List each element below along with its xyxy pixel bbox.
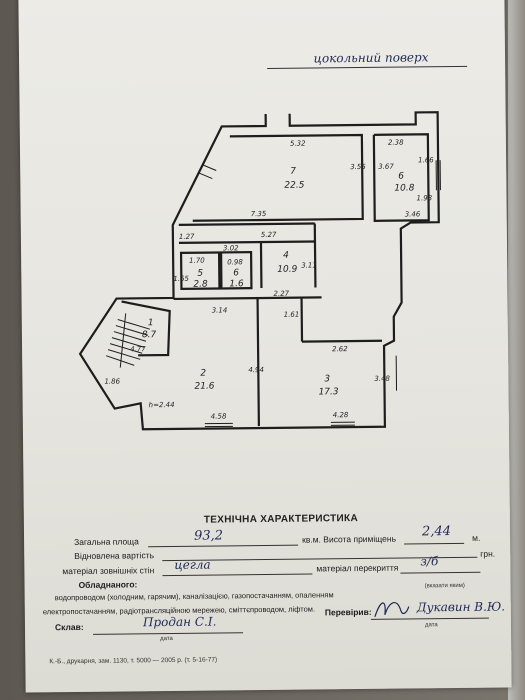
room-1-area: 8.7 xyxy=(142,330,157,340)
dim-1-66: 1.66 xyxy=(418,156,434,164)
specify-note: (вказати яким) xyxy=(424,582,465,590)
walls-value: цегла xyxy=(174,557,211,572)
total-area-value: 93,2 xyxy=(193,528,224,544)
dim-1-86: 1.86 xyxy=(104,378,120,386)
tech-title: ТЕХНІЧНА ХАРАКТЕРИСТИКА xyxy=(203,513,359,526)
dim-3-67: 3.67 xyxy=(378,163,394,171)
room-6b-area: 1.6 xyxy=(229,279,244,289)
dim-7-35: 7.35 xyxy=(251,210,267,218)
staircase xyxy=(105,313,151,368)
room-3-number: 3 xyxy=(324,374,330,384)
composed-date-label: дата xyxy=(160,635,173,643)
printer-footer: К.-Б., друкарня, зам. 1130, т. 5000 — 20… xyxy=(49,656,218,666)
window-marks xyxy=(198,160,441,428)
dim-4-94: 4.94 xyxy=(248,366,264,374)
dim-1-70: 1.70 xyxy=(189,257,205,265)
room-5-number: 5 xyxy=(197,269,203,279)
dim-3-11: 3.11 xyxy=(301,261,317,269)
dim-3-02: 3.02 xyxy=(223,244,239,252)
dim-1-61: 1.61 xyxy=(284,311,300,319)
room-7-number: 7 xyxy=(290,167,296,177)
room-7-walls xyxy=(192,133,364,222)
restored-cost-label: Відновлена вартість xyxy=(74,550,155,562)
total-area-line xyxy=(148,544,299,548)
room-2-area: 21.6 xyxy=(194,382,214,392)
dim-3-46: 3.46 xyxy=(405,210,421,218)
dim-2-62: 2.62 xyxy=(332,345,348,353)
dim-3-55: 3.55 xyxy=(350,163,366,171)
total-area-label: Загальна площа xyxy=(74,536,139,548)
room-5-area: 2.8 xyxy=(193,280,208,290)
room-4-number: 4 xyxy=(283,251,289,261)
dim-5-27: 5.27 xyxy=(261,231,277,239)
dim-3-14: 3.14 xyxy=(212,306,228,314)
checked-value: Дукавин В.Ю. xyxy=(416,599,506,615)
room-3-area: 17.3 xyxy=(318,387,338,397)
dim-2-27: 2.27 xyxy=(273,290,289,298)
equipped-label: Обладнаного: xyxy=(78,579,138,590)
room-6-number: 6 xyxy=(398,172,404,182)
floor-material-value: з/б xyxy=(420,554,439,569)
walls-label: матеріал зовнішніх стін xyxy=(62,565,155,577)
dim-2-38: 2.38 xyxy=(388,139,404,147)
height-unit: м. xyxy=(472,532,481,543)
room-4-area: 10.9 xyxy=(277,265,297,275)
height-line xyxy=(404,542,465,545)
room-6-area: 10.8 xyxy=(394,183,414,193)
floor-material-line xyxy=(400,571,481,574)
room-1-number: 1 xyxy=(148,318,154,328)
checker-signature xyxy=(374,602,410,618)
equipment-line-1: водопроводом (холодним, гарячим), каналі… xyxy=(54,590,334,603)
area-unit-label: кв.м. Висота приміщень xyxy=(302,533,397,545)
currency-label: грн. xyxy=(480,548,496,559)
composed-label: Склав: xyxy=(54,621,84,633)
checked-label: Перевірив: xyxy=(324,606,372,618)
dim-1-27: 1.27 xyxy=(179,233,195,241)
floor-material-label: матеріал перекриття xyxy=(316,562,399,574)
room-2-number: 2 xyxy=(200,369,206,379)
plan-outer-wall xyxy=(78,111,440,431)
checked-line xyxy=(370,617,489,620)
room-1-walls xyxy=(121,300,171,357)
dim-4-28: 4.28 xyxy=(333,411,349,419)
room-6-walls xyxy=(372,133,430,222)
dim-5-32: 5.32 xyxy=(290,140,306,148)
floor-title: цокольний поверх xyxy=(313,50,429,66)
height-mark: h=2.44 xyxy=(149,401,175,409)
composed-value: Продан С.І. xyxy=(142,614,217,630)
dim-4-58: 4.58 xyxy=(211,412,227,420)
room-7-area: 22.5 xyxy=(284,181,304,191)
walls-line xyxy=(162,573,313,577)
height-value: 2,44 xyxy=(421,524,452,540)
dim-0-98: 0.98 xyxy=(227,258,243,266)
room-6b-number: 6 xyxy=(233,268,239,278)
dim-4-77: 4.77 xyxy=(130,345,146,353)
dim-3-48: 3.48 xyxy=(374,375,390,383)
checked-date-label: дата xyxy=(424,622,438,629)
dim-1-65: 1.65 xyxy=(173,275,189,283)
floor-title-underline xyxy=(267,65,468,69)
dim-1-98: 1.98 xyxy=(416,194,432,202)
floor-plan: 7 22.5 6 10.8 4 10.9 5 2.8 6 1.6 1 8.7 2… xyxy=(78,111,441,431)
composed-line xyxy=(93,632,244,635)
document-sheet: цокольний поверх xyxy=(18,0,512,693)
binder-edge xyxy=(508,0,525,700)
